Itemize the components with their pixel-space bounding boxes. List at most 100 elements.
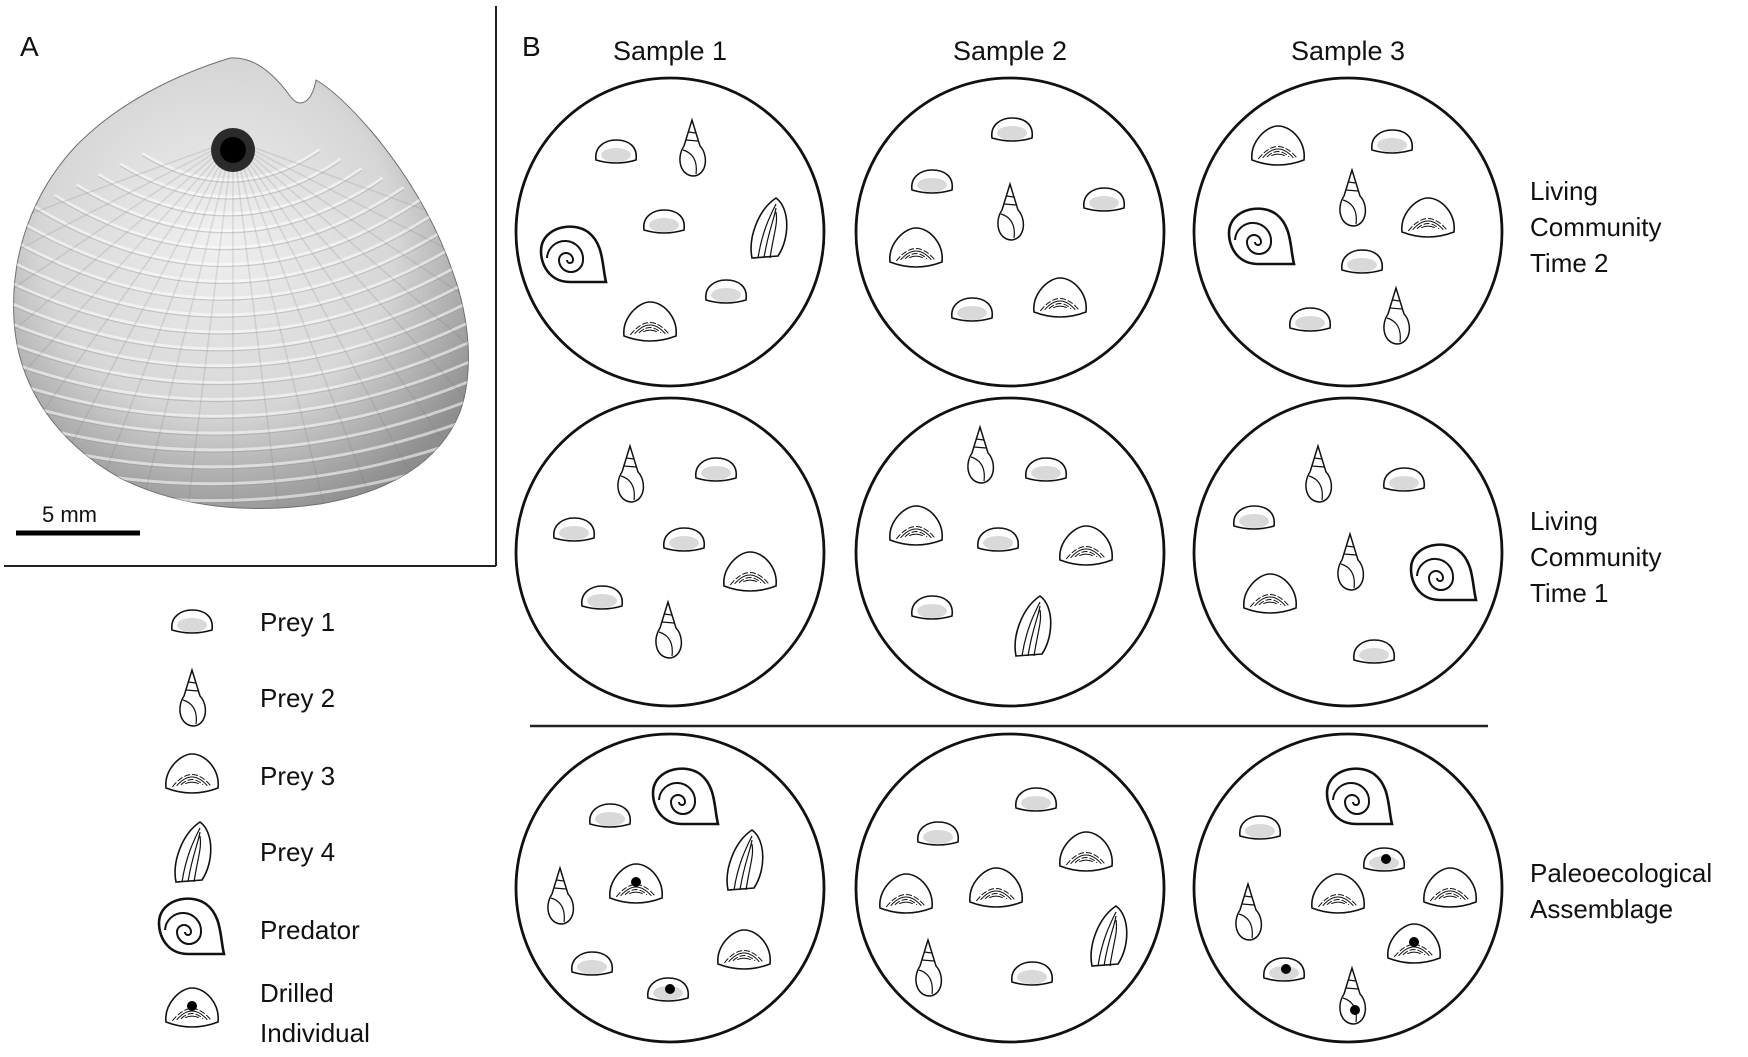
legend-label: Predator [260, 915, 360, 945]
organism-prey1 [663, 527, 706, 552]
organism-prey2 [1235, 881, 1263, 941]
sample-circle-living-time-2-sample-1 [514, 76, 826, 388]
organism-prey1 [951, 297, 994, 322]
organism-prey3 [717, 929, 771, 970]
organism-prey1 [1083, 187, 1126, 212]
organism-prey1 [1233, 505, 1276, 530]
organism-prey3 [1033, 277, 1087, 318]
organism-prey1 [1011, 961, 1054, 986]
organism-prey1 [911, 595, 954, 620]
organism-prey1 [1353, 639, 1396, 664]
row-label-line: Community [1530, 542, 1661, 572]
organism-prey4 [174, 821, 212, 883]
legend-label: Prey 4 [260, 837, 335, 867]
legend-item-prey3: Prey 3 [165, 753, 335, 794]
legend-label: Prey 2 [260, 683, 335, 713]
organism-prey2 [179, 667, 207, 727]
organism-prey3 [1423, 867, 1477, 908]
organism-prey3 [889, 505, 943, 546]
organism-prey2 [1337, 531, 1365, 591]
organism-prey3 [1059, 525, 1113, 566]
organism-prey2 [1339, 167, 1367, 227]
organism-drilled [165, 987, 219, 1028]
organism-prey1 [553, 517, 596, 542]
legend-item-prey4: Prey 4 [174, 821, 335, 883]
row-label-line: Living [1530, 506, 1598, 536]
organism-drilled [609, 863, 663, 904]
organism-drilled-prey1 [1263, 957, 1306, 982]
sample-circle-paleo-sample-1 [514, 732, 826, 1044]
organism-drilled [1387, 923, 1441, 964]
scale-bar-label: 5 mm [42, 502, 97, 527]
organism-prey1 [917, 821, 960, 846]
organism-prey2 [655, 599, 683, 659]
row-label-living-time-2: Living Community Time 2 [1530, 176, 1661, 278]
organism-prey1 [705, 279, 748, 304]
panel-a-letter: A [20, 31, 39, 62]
organism-prey4 [1090, 905, 1128, 967]
organism-prey2 [967, 424, 995, 484]
organism-prey3 [623, 301, 677, 342]
organism-prey3 [1401, 197, 1455, 238]
organism-prey4 [726, 829, 764, 891]
organism-prey1 [581, 585, 624, 610]
sample-circle-paleo-sample-3 [1192, 732, 1504, 1044]
organism-prey1 [1239, 815, 1282, 840]
legend-label: Prey 1 [260, 607, 335, 637]
row-label-line: Time 1 [1530, 578, 1609, 608]
organism-prey3 [1243, 573, 1297, 614]
panel-a: A 5 mm [4, 6, 497, 567]
organism-prey4 [1014, 595, 1052, 657]
legend-item-prey2: Prey 2 [179, 667, 335, 727]
sample-circle-living-time-2-sample-2 [854, 76, 1166, 388]
organism-predator [157, 897, 226, 956]
organism-prey1 [1341, 249, 1384, 274]
sample-circles [514, 76, 1504, 1044]
organism-prey2 [617, 443, 645, 503]
organism-predator [1325, 767, 1394, 826]
organism-prey2 [1305, 443, 1333, 503]
column-header-sample-1: Sample 1 [613, 36, 727, 66]
legend-item-predator: Predator [157, 897, 360, 956]
organism-prey1 [1015, 787, 1058, 812]
organism-prey1 [643, 209, 686, 234]
organism-prey3 [723, 551, 777, 592]
organism-drilled-prey2 [1339, 965, 1367, 1025]
organism-prey1 [977, 527, 1020, 552]
sample-circle-paleo-sample-2 [854, 732, 1166, 1044]
sample-circle-living-time-1-sample-1 [514, 396, 826, 708]
sample-circle-living-time-2-sample-3 [1192, 76, 1504, 388]
organism-prey2 [1383, 285, 1411, 345]
organism-prey1 [1289, 307, 1332, 332]
row-label-line: Paleoecological [1530, 858, 1712, 888]
panel-b-letter: B [522, 31, 541, 62]
organism-prey3 [1311, 873, 1365, 914]
legend-label: Prey 3 [260, 761, 335, 791]
organism-prey2 [997, 181, 1025, 241]
organism-prey1 [911, 169, 954, 194]
organism-prey2 [915, 937, 943, 997]
legend-label: Individual [260, 1018, 370, 1048]
organism-prey1 [595, 139, 638, 164]
organism-drilled-prey1 [647, 977, 690, 1002]
shell-photo [13, 57, 469, 509]
row-label-line: Assemblage [1530, 894, 1673, 924]
row-label-line: Time 2 [1530, 248, 1609, 278]
organism-predator [1409, 543, 1478, 602]
organism-prey1 [991, 117, 1034, 142]
organism-prey1 [1371, 129, 1414, 154]
photo-drill-hole [220, 137, 246, 163]
legend-item-prey1: Prey 1 [171, 607, 335, 637]
row-label-living-time-1: Living Community Time 1 [1530, 506, 1661, 608]
organism-prey2 [679, 117, 707, 177]
organism-prey2 [547, 865, 575, 925]
organism-prey3 [1059, 831, 1113, 872]
column-header-sample-2: Sample 2 [953, 36, 1067, 66]
organism-prey1 [589, 803, 632, 828]
organism-prey3 [1251, 125, 1305, 166]
organism-prey3 [889, 227, 943, 268]
shell-ribs [13, 139, 469, 509]
organism-prey3 [879, 873, 933, 914]
